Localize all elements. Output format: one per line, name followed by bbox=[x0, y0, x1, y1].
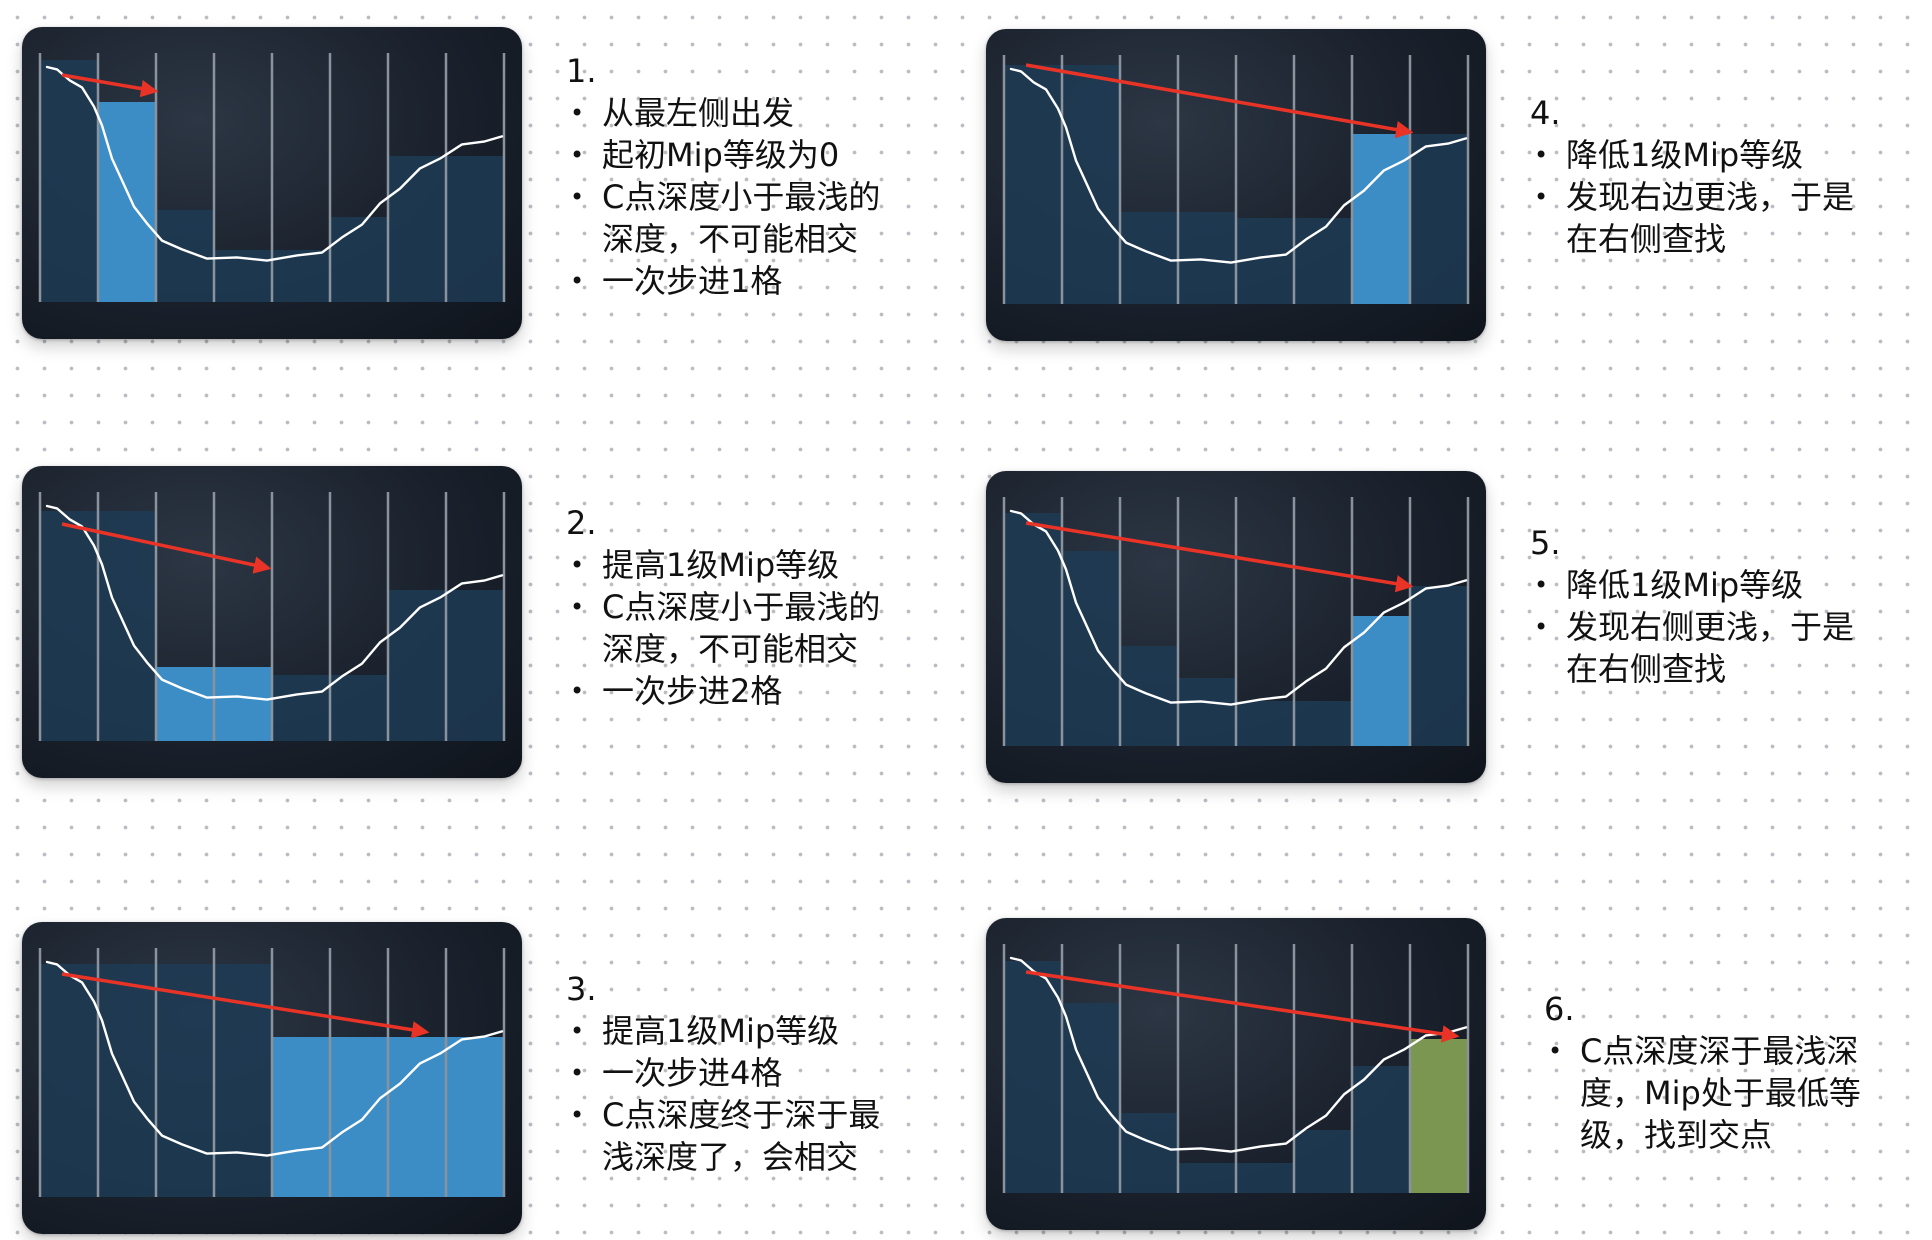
step-bullets: 降低1级Mip等级 发现右侧更浅，于是 在右侧查找 bbox=[1530, 564, 1854, 690]
depth-block bbox=[1178, 678, 1236, 746]
diagram-step-6 bbox=[986, 918, 1486, 1230]
step-number: 2. bbox=[566, 504, 597, 542]
depth-curve bbox=[1009, 67, 1468, 264]
depth-block bbox=[1120, 646, 1178, 746]
depth-curve bbox=[45, 65, 504, 262]
step-6-text: 6. C点深度深于最浅深 度，Mip处于最低等 级，找到交点 bbox=[1544, 988, 1861, 1156]
diagram-step-4 bbox=[986, 29, 1486, 341]
bullet: 一次步进2格 bbox=[566, 670, 880, 712]
bullet: 降低1级Mip等级 bbox=[1530, 134, 1854, 176]
step-number: 3. bbox=[566, 970, 597, 1008]
depth-diagram bbox=[1002, 55, 1470, 304]
depth-diagram bbox=[1002, 944, 1470, 1193]
depth-block bbox=[330, 217, 388, 302]
depth-diagram bbox=[38, 53, 506, 302]
depth-block bbox=[1062, 551, 1120, 746]
step-bullets: 提高1级Mip等级 C点深度小于最浅的 深度，不可能相交 一次步进2格 bbox=[566, 544, 880, 712]
bullet: C点深度终于深于最 浅深度了，会相交 bbox=[566, 1094, 880, 1178]
step-bullets: C点深度深于最浅深 度，Mip处于最低等 级，找到交点 bbox=[1544, 1030, 1861, 1156]
ray-arrow bbox=[1025, 521, 1414, 593]
step-number: 1. bbox=[566, 52, 597, 90]
depth-diagram bbox=[38, 492, 506, 741]
depth-block bbox=[1410, 586, 1468, 746]
ray-arrow bbox=[61, 522, 272, 574]
step-number: 6. bbox=[1544, 990, 1575, 1028]
step-number: 4. bbox=[1530, 94, 1561, 132]
step-4-text: 4. 降低1级Mip等级 发现右边更浅，于是 在右侧查找 bbox=[1530, 92, 1854, 260]
bullet: C点深度小于最浅的 深度，不可能相交 bbox=[566, 586, 880, 670]
bullet: C点深度小于最浅的 深度，不可能相交 bbox=[566, 176, 880, 260]
active-depth-cell bbox=[1352, 134, 1410, 304]
diagram-step-1 bbox=[22, 27, 522, 339]
ray-arrow bbox=[1025, 63, 1414, 139]
depth-block bbox=[1004, 961, 1062, 1193]
step-5-text: 5. 降低1级Mip等级 发现右侧更浅，于是 在右侧查找 bbox=[1530, 522, 1854, 690]
step-bullets: 从最左侧出发 起初Mip等级为0 C点深度小于最浅的 深度，不可能相交 一次步进… bbox=[566, 92, 880, 302]
bullet: 一次步进4格 bbox=[566, 1052, 880, 1094]
step-bullets: 降低1级Mip等级 发现右边更浅，于是 在右侧查找 bbox=[1530, 134, 1854, 260]
bullet: C点深度深于最浅深 度，Mip处于最低等 级，找到交点 bbox=[1544, 1030, 1861, 1156]
bullet: 发现右侧更浅，于是 在右侧查找 bbox=[1530, 606, 1854, 690]
depth-block bbox=[40, 60, 98, 302]
depth-block bbox=[1120, 1113, 1178, 1193]
bullet: 从最左侧出发 bbox=[566, 92, 880, 134]
depth-curve bbox=[45, 504, 504, 701]
bullet: 发现右边更浅，于是 在右侧查找 bbox=[1530, 176, 1854, 260]
step-number: 5. bbox=[1530, 524, 1561, 562]
depth-block bbox=[1004, 513, 1062, 746]
ray-arrow bbox=[1025, 970, 1460, 1043]
bullet: 提高1级Mip等级 bbox=[566, 1010, 880, 1052]
step-1-text: 1. 从最左侧出发 起初Mip等级为0 C点深度小于最浅的 深度，不可能相交 一… bbox=[566, 50, 880, 302]
bullet: 提高1级Mip等级 bbox=[566, 544, 880, 586]
step-2-text: 2. 提高1级Mip等级 C点深度小于最浅的 深度，不可能相交 一次步进2格 bbox=[566, 502, 880, 712]
diagram-step-2 bbox=[22, 466, 522, 778]
step-3-text: 3. 提高1级Mip等级 一次步进4格 C点深度终于深于最 浅深度了，会相交 bbox=[566, 968, 880, 1178]
diagram-step-5 bbox=[986, 471, 1486, 783]
depth-curve bbox=[1009, 956, 1468, 1153]
bullet: 起初Mip等级为0 bbox=[566, 134, 880, 176]
depth-curve bbox=[45, 960, 504, 1157]
depth-block bbox=[1410, 134, 1468, 304]
active-depth-cell bbox=[1352, 616, 1410, 746]
depth-block bbox=[156, 210, 214, 302]
depth-diagram bbox=[1002, 497, 1470, 746]
step-bullets: 提高1级Mip等级 一次步进4格 C点深度终于深于最 浅深度了，会相交 bbox=[566, 1010, 880, 1178]
depth-block bbox=[1352, 1066, 1410, 1193]
ray-arrow bbox=[61, 73, 159, 98]
intersection-cell bbox=[1410, 1039, 1468, 1193]
ray-arrow bbox=[61, 972, 430, 1039]
diagram-step-3 bbox=[22, 922, 522, 1234]
depth-diagram bbox=[38, 948, 506, 1197]
bullet: 降低1级Mip等级 bbox=[1530, 564, 1854, 606]
bullet: 一次步进1格 bbox=[566, 260, 880, 302]
active-depth-cell bbox=[98, 102, 156, 302]
depth-block bbox=[1294, 1130, 1352, 1193]
depth-curve bbox=[1009, 509, 1468, 706]
